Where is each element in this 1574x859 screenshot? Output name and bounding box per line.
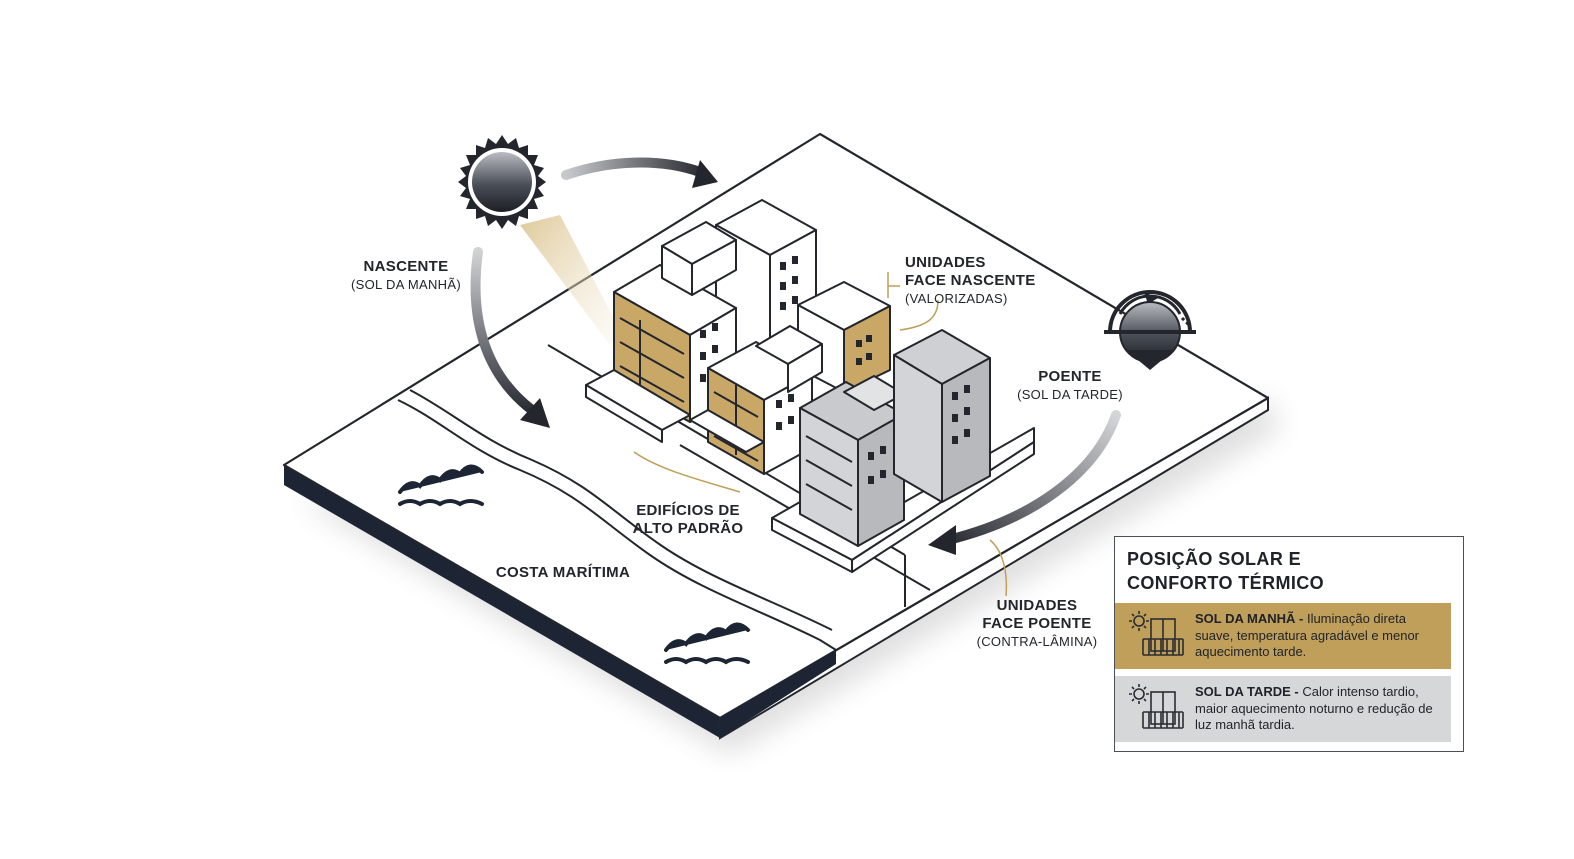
legend-evening-desc: Calor intenso tardio, maior aquecimento … xyxy=(1195,684,1433,732)
label-unidades-poente: UNIDADES FACE POENTE (CONTRA-LÂMINA) xyxy=(966,597,1108,651)
waves-icon xyxy=(398,464,484,507)
label-nascente: NASCENTE (SOL DA MANHÃ) xyxy=(336,258,476,294)
waves-icon xyxy=(664,622,750,665)
legend-box: POSIÇÃO SOLAR E CONFORTO TÉRMICO SOL DA … xyxy=(1114,536,1464,752)
sunset-icon xyxy=(1104,290,1196,370)
leader-lines xyxy=(633,272,1008,597)
building-gold-right xyxy=(797,281,891,393)
label-unidades-nascente-1: UNIDADES xyxy=(905,254,986,271)
label-unidades-poente-sub: (CONTRA-LÂMINA) xyxy=(976,634,1098,649)
label-nascente-title: NASCENTE xyxy=(363,258,449,275)
label-nascente-sub: (SOL DA MANHÃ) xyxy=(351,277,461,292)
label-unidades-poente-1: UNIDADES xyxy=(996,597,1078,614)
label-unidades-nascente: UNIDADES FACE NASCENTE (VALORIZADAS) xyxy=(905,254,1036,308)
label-poente-title: POENTE xyxy=(1038,368,1102,385)
label-poente-sub: (SOL DA TARDE) xyxy=(1017,387,1123,402)
legend-evening-key: SOL DA TARDE - xyxy=(1195,684,1299,699)
label-unidades-poente-2: FACE POENTE xyxy=(982,615,1092,632)
label-unidades-nascente-2: FACE NASCENTE xyxy=(905,272,1036,289)
sun-icon xyxy=(458,135,546,229)
label-costa: COSTA MARÍTIMA xyxy=(488,564,638,582)
label-edificios-1: EDIFÍCIOS DE xyxy=(636,502,740,519)
label-costa-text: COSTA MARÍTIMA xyxy=(495,564,631,581)
legend-row-evening: SOL DA TARDE - Calor intenso tardio, mai… xyxy=(1115,676,1451,742)
building-gray xyxy=(771,329,1035,573)
label-poente: POENTE (SOL DA TARDE) xyxy=(1005,368,1135,404)
legend-morning-desc: Iluminação direta suave, temperatura agr… xyxy=(1195,611,1420,659)
balcony-icon xyxy=(1129,684,1184,729)
label-unidades-nascente-sub: (VALORIZADAS) xyxy=(905,291,1008,306)
legend-morning-key: SOL DA MANHÃ - xyxy=(1195,611,1304,626)
sun-path-arrow-right xyxy=(928,410,1121,555)
legend-evening-text: SOL DA TARDE - Calor intenso tardio, mai… xyxy=(1195,684,1447,734)
label-edificios-2: ALTO PADRÃO xyxy=(632,520,744,537)
sun-path-arrow-top xyxy=(561,157,718,188)
label-edificios: EDIFÍCIOS DE ALTO PADRÃO xyxy=(616,502,760,538)
legend-title: POSIÇÃO SOLAR E CONFORTO TÉRMICO xyxy=(1127,547,1324,595)
sun-beam xyxy=(520,215,620,345)
legend-row-morning: SOL DA MANHÃ - Iluminação direta suave, … xyxy=(1115,603,1451,669)
legend-morning-text: SOL DA MANHÃ - Iluminação direta suave, … xyxy=(1195,611,1447,661)
building-gold-left xyxy=(585,221,737,443)
sun-path-arrow-left xyxy=(470,247,550,428)
legend-title-line2: CONFORTO TÉRMICO xyxy=(1127,573,1325,593)
legend-title-line1: POSIÇÃO SOLAR E xyxy=(1127,549,1302,569)
balcony-icon xyxy=(1129,611,1184,656)
